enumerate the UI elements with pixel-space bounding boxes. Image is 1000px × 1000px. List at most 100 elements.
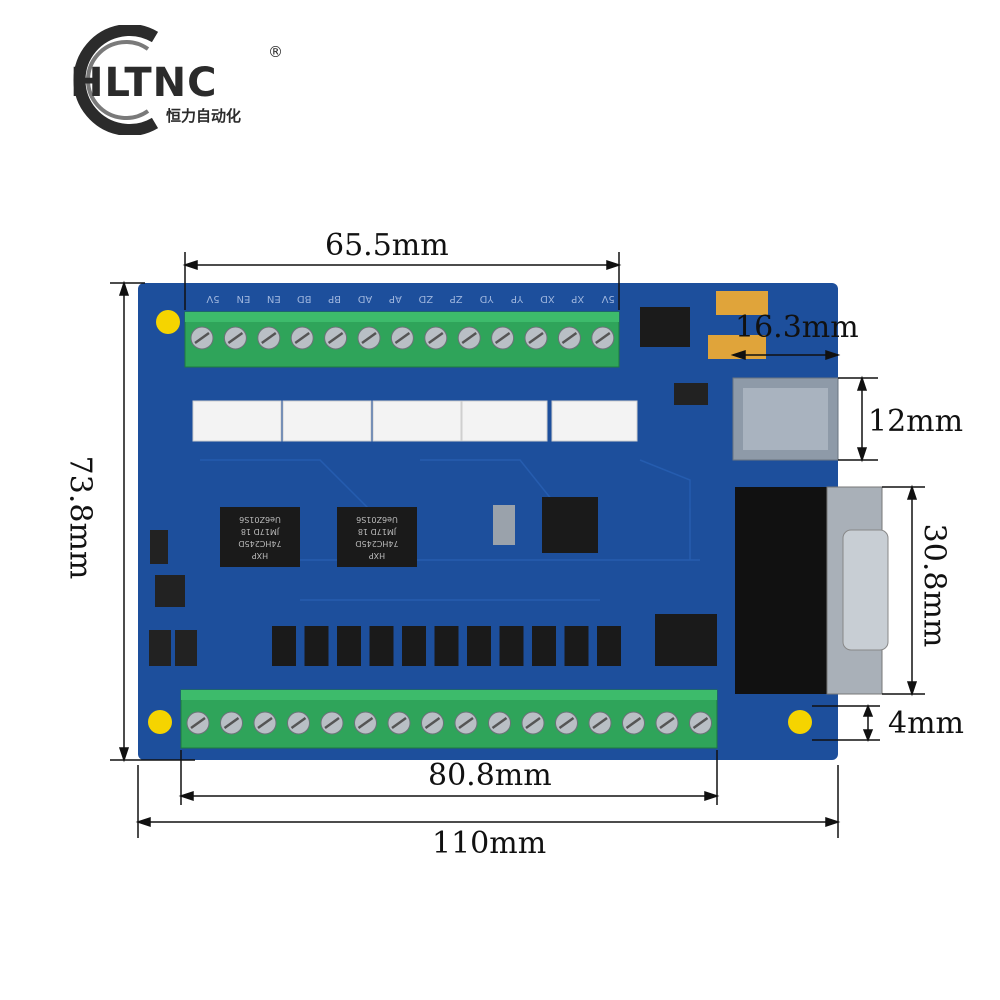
- chip-marking-line: 74HC245D: [238, 539, 281, 548]
- brand-logo: HLTNC 恒力自动化 ®: [30, 24, 283, 136]
- chip-marking-line: 74HC245D: [355, 539, 398, 548]
- driver-ic-2: [337, 507, 417, 567]
- pcb-traces: [200, 459, 700, 601]
- terminal-screw: [186, 711, 210, 735]
- logo-ring-icon: [73, 24, 159, 136]
- optocoupler: [434, 626, 459, 666]
- pin-label: 5V: [601, 293, 614, 304]
- terminal-screw: [655, 711, 679, 735]
- pin-label: 5V: [206, 293, 219, 304]
- optocoupler: [597, 626, 621, 666]
- dim-board-height: 73.8mm: [62, 455, 98, 580]
- terminal-screw: [488, 711, 511, 735]
- pin-label: XD: [540, 293, 555, 304]
- terminal-screw: [421, 711, 444, 735]
- pin-label: XP: [571, 293, 584, 304]
- terminal-screw: [689, 711, 712, 735]
- terminal-screw: [588, 711, 612, 735]
- dim-db9-height: 30.8mm: [916, 523, 952, 648]
- terminal-screw: [557, 326, 581, 350]
- optocoupler: [532, 626, 556, 666]
- terminal-screw: [521, 711, 545, 735]
- pin-label: YP: [511, 293, 524, 304]
- terminal-screw: [223, 326, 247, 350]
- terminal-screw: [354, 711, 377, 735]
- terminal-screw: [257, 326, 281, 350]
- optocoupler: [402, 626, 426, 666]
- optocoupler: [369, 626, 394, 666]
- dim-board-width: 110mm: [432, 826, 547, 861]
- terminal-screw: [491, 326, 515, 350]
- terminal-screw: [591, 326, 615, 350]
- terminal-screw: [320, 711, 344, 735]
- optocoupler-row: [272, 626, 621, 666]
- relay-part-2: [175, 630, 197, 666]
- terminal-screw: [424, 326, 448, 350]
- crystal: [493, 505, 515, 545]
- resistor-array-chip: [655, 614, 717, 666]
- terminal-screw: [457, 326, 481, 350]
- top-pin-labels: 5V EN EN BD BP AD AP ZD ZP YD YP XD XP 5V: [206, 293, 615, 304]
- pin-label: EN: [267, 293, 281, 304]
- optocoupler: [304, 626, 329, 666]
- diode-1: [150, 530, 168, 564]
- mcu-chip: [542, 497, 598, 553]
- terminal-screw: [622, 711, 645, 735]
- registered-mark: ®: [268, 43, 283, 61]
- tantalum-cap-1: [716, 291, 768, 315]
- mount-hole-br: [788, 710, 812, 734]
- terminal-screw: [324, 326, 348, 350]
- driver-ic-1: [220, 507, 300, 567]
- terminal-screw: [454, 711, 478, 735]
- db9-connector-body: [735, 487, 827, 694]
- transistor-1: [155, 575, 185, 607]
- pin-label: AD: [357, 293, 372, 304]
- terminal-screw: [287, 711, 310, 735]
- dim-hole-offset: 4mm: [888, 706, 964, 741]
- dim-bottom-terminal: 80.8mm: [428, 758, 552, 793]
- terminal-screw: [524, 326, 548, 350]
- chip-marking-line: HXP: [252, 551, 268, 560]
- pin-label: ZD: [418, 293, 433, 304]
- terminal-screw: [390, 326, 414, 350]
- dim-usb-offset: 16.3mm: [735, 310, 859, 345]
- logo-brand-text: HLTNC: [70, 60, 218, 106]
- terminal-screw: [555, 711, 578, 735]
- terminal-screw: [220, 711, 243, 735]
- pin-label: ZP: [450, 293, 463, 304]
- jst-connectors: [192, 400, 638, 442]
- relay-part-1: [149, 630, 171, 666]
- chip-marking-line: JM17D 18: [358, 527, 397, 536]
- terminal-screw: [253, 711, 277, 735]
- pin-label: EN: [236, 293, 250, 304]
- driver-ic-1-marking: HXP 74HC245D JM17D 18 Ue6Z01S6: [238, 515, 281, 560]
- chip-marking-line: Ue6Z01S6: [239, 515, 281, 524]
- pin-label: YD: [479, 293, 494, 304]
- pin-label: AP: [389, 293, 402, 304]
- chip-marking-line: HXP: [369, 551, 385, 560]
- fuse: [674, 383, 708, 405]
- top-terminal-screws: [190, 326, 615, 350]
- driver-ic-2-marking: HXP 74HC245D JM17D 18 Ue6Z01S6: [355, 515, 398, 560]
- optocoupler: [272, 626, 296, 666]
- pin-label: BD: [297, 293, 312, 304]
- terminal-screw: [387, 711, 411, 735]
- terminal-screw: [290, 326, 314, 350]
- dimension-lines: [110, 252, 925, 838]
- terminal-screw: [357, 326, 381, 350]
- bottom-terminal-screws: [186, 711, 712, 735]
- mount-hole-bl: [148, 710, 172, 734]
- optocoupler: [499, 626, 524, 666]
- logo-subtitle: 恒力自动化: [166, 107, 242, 125]
- optocoupler: [564, 626, 589, 666]
- dim-top-terminal: 65.5mm: [325, 228, 449, 263]
- chip-marking-line: JM17D 18: [241, 527, 280, 536]
- pin-label: BP: [328, 293, 341, 304]
- optocoupler: [467, 626, 491, 666]
- chip-marking-line: Ue6Z01S6: [356, 515, 398, 524]
- mount-hole-tl: [156, 310, 180, 334]
- voltage-regulator: [640, 307, 690, 347]
- terminal-screw: [190, 326, 214, 350]
- optocoupler: [337, 626, 361, 666]
